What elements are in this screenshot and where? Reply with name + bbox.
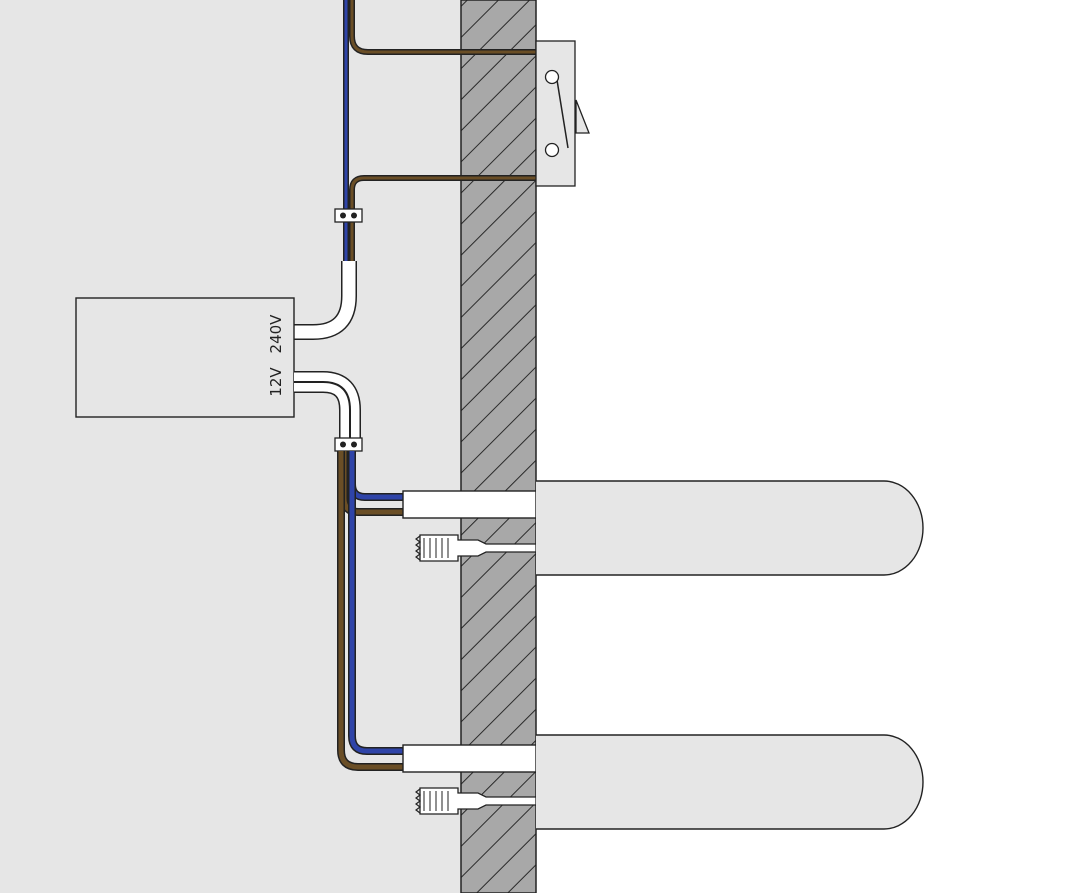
label-240v: 240V	[267, 314, 285, 354]
low-voltage-cable	[294, 371, 361, 442]
transformer: 240V 12V	[75, 297, 295, 418]
towel-rail-lower	[536, 734, 924, 830]
towel-rail-upper	[536, 480, 924, 576]
heater-element-lower	[402, 744, 537, 773]
terminal-block-icon	[334, 208, 363, 223]
heater-wiring	[337, 451, 404, 771]
wall-switch-icon	[535, 40, 590, 187]
terminal-block-icon	[334, 437, 363, 452]
label-12v: 12V	[267, 367, 285, 397]
room-background	[0, 0, 462, 893]
wall-section	[460, 0, 537, 893]
heater-element-upper	[402, 490, 537, 519]
